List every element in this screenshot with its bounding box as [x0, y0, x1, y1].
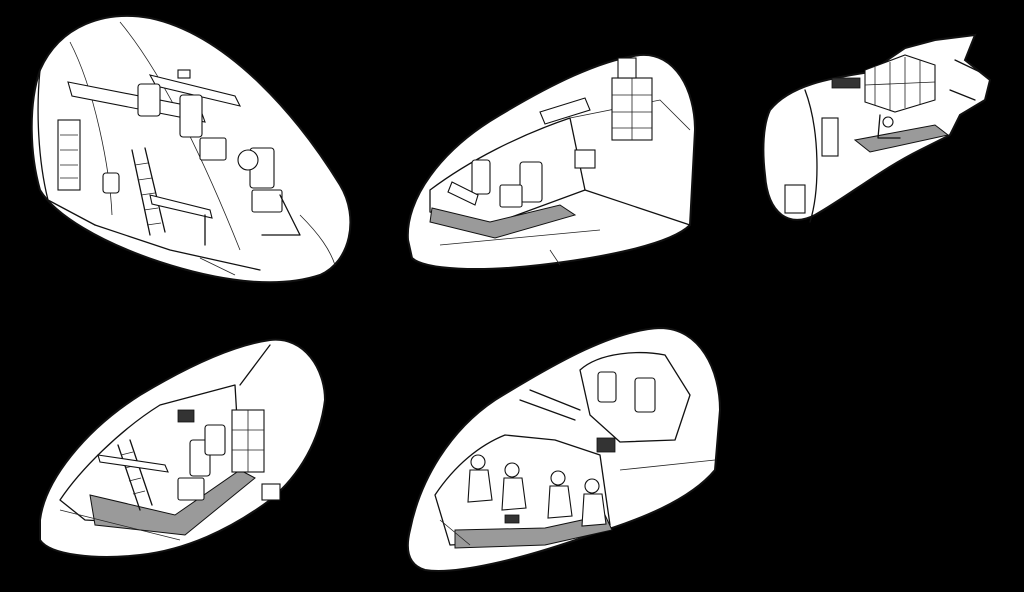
crew-figures [467, 454, 607, 527]
crewed-cockpit-cutaway-icon [406, 326, 722, 572]
flight-deck-cutaway-icon [30, 14, 352, 284]
crew-compartment-cutaway-icon [39, 338, 327, 558]
cockpit-cutaway-icon [406, 53, 697, 270]
fuselage-section-cutaway-icon [762, 33, 992, 223]
